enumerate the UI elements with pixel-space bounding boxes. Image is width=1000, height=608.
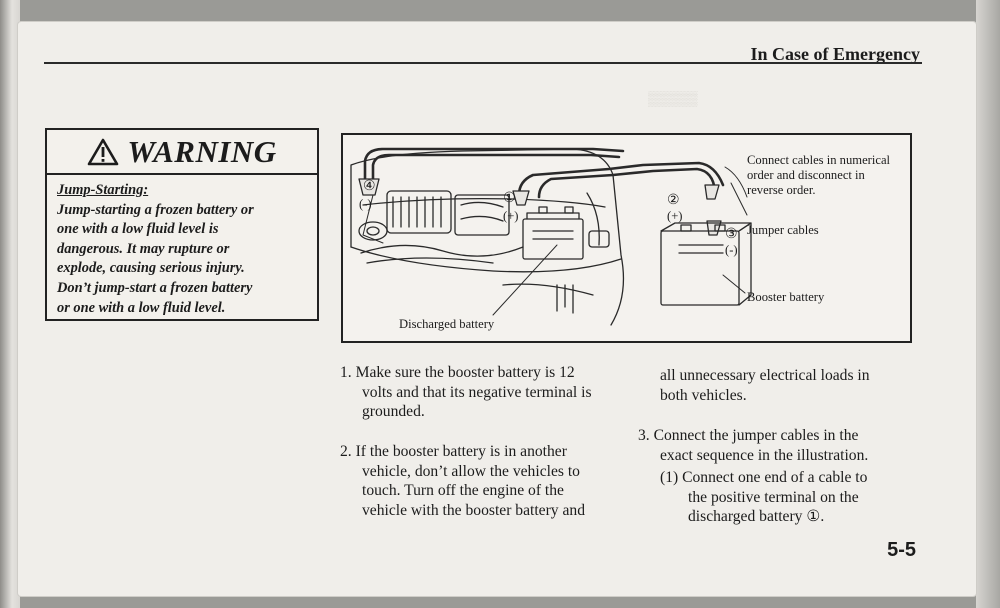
figure-note-line: Connect cables in numerical: [747, 153, 891, 167]
warning-title: WARNING: [127, 133, 277, 169]
marker-1: ①: [503, 191, 516, 206]
marker-negative-left: (-): [359, 197, 372, 211]
step-line: all unnecessary electrical loads in: [660, 367, 870, 384]
step-3-substep-1: (1) Connect one end of a cable to the po…: [660, 468, 867, 527]
warning-body: Jump-Starting: Jump-starting a frozen ba…: [47, 175, 317, 318]
step-line: 2. If the booster battery is in another: [340, 443, 567, 460]
step-line: touch. Turn off the engine of the: [362, 482, 564, 499]
warning-header: WARNING: [47, 130, 317, 175]
warning-triangle-icon: [88, 138, 119, 165]
warning-line: Jump-starting a frozen battery or: [57, 201, 254, 218]
section-title: In Case of Emergency: [750, 44, 920, 64]
step-line: grounded.: [362, 403, 425, 420]
step-1: 1. Make sure the booster battery is 12 v…: [340, 363, 592, 422]
booster-battery-label: Booster battery: [747, 290, 825, 304]
figure-note-line: order and disconnect in: [747, 168, 865, 182]
step-line: (1) Connect one end of a cable to: [660, 469, 868, 486]
figure-note-line: reverse order.: [747, 183, 816, 197]
step-3: 3. Connect the jumper cables in the exac…: [638, 426, 868, 465]
step-line: the positive terminal on the: [688, 488, 859, 506]
jump-start-illustration: Connect cables in numerical order and di…: [341, 133, 912, 343]
step-line: vehicle with the booster battery and: [362, 501, 586, 519]
step-line: 1. Make sure the booster battery is 12: [340, 364, 575, 381]
warning-box: WARNING Jump-Starting: Jump-starting a f…: [45, 128, 319, 321]
jumper-cables-label: Jumper cables: [747, 223, 819, 237]
engine-bay-drawing: [350, 147, 752, 326]
step-line: vehicle, don’t allow the vehicles to: [362, 462, 580, 480]
warning-line: Don’t jump-start a frozen battery: [57, 279, 253, 296]
step-2-continued: all unnecessary electrical loads in both…: [660, 366, 870, 405]
warning-line: dangerous. It may rupture or: [57, 240, 230, 257]
step-line: exact sequence in the illustration.: [660, 446, 869, 464]
marker-4: ④: [363, 179, 376, 194]
warning-line: one with a low fluid level is: [57, 221, 219, 238]
step-line: discharged battery ①.: [688, 508, 825, 525]
warning-subtitle: Jump-Starting:: [57, 182, 149, 198]
marker-positive-left: (+): [503, 209, 519, 223]
step-line: volts and that its negative terminal is: [362, 383, 592, 401]
warning-line: explode, causing serious injury.: [57, 260, 245, 277]
step-line: both vehicles.: [660, 386, 747, 404]
marker-3: ③: [725, 227, 738, 242]
discharged-battery-label: Discharged battery: [399, 317, 495, 331]
step-2: 2. If the booster battery is in another …: [340, 442, 585, 520]
page-stack-edge: [976, 0, 1000, 608]
marker-negative-right: (-): [725, 243, 738, 257]
bleed-through-text: ▒▒▒▒▒: [648, 92, 698, 107]
marker-2: ②: [667, 193, 680, 208]
previous-page-edge: [0, 0, 20, 608]
step-line: 3. Connect the jumper cables in the: [638, 427, 859, 444]
marker-positive-right: (+): [667, 209, 683, 223]
warning-line: or one with a low fluid level.: [57, 299, 226, 316]
page-number: 5-5: [887, 539, 916, 561]
header-rule: [44, 62, 922, 64]
